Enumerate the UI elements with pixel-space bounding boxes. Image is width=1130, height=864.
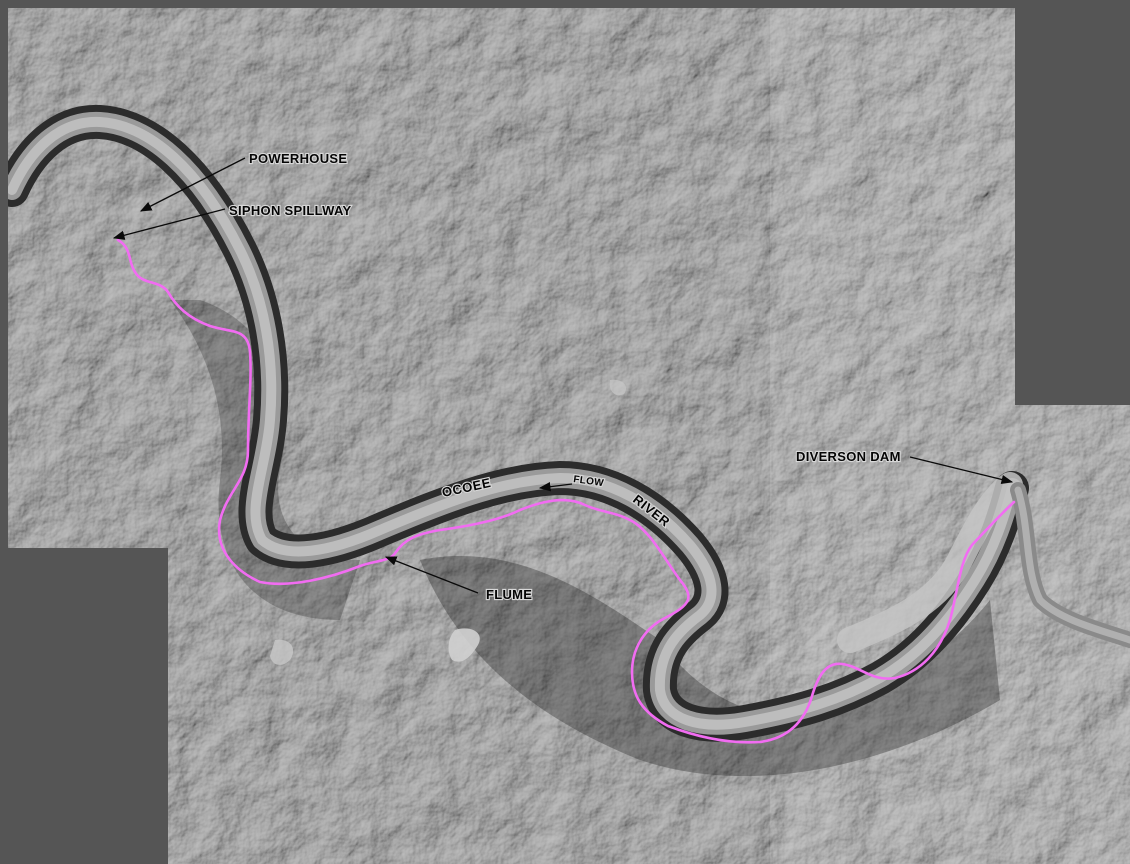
powerhouse-label: POWERHOUSE	[249, 151, 347, 166]
flume-label: FLUME	[486, 587, 532, 602]
powerhouse-leader	[139, 157, 246, 212]
flume-route-line	[116, 238, 1016, 744]
siphon-spillway-label: SIPHON SPILLWAY	[229, 203, 352, 218]
diversion-dam-label: DIVERSON DAM	[796, 449, 901, 464]
flow-arrow-icon	[538, 482, 573, 492]
diversion-dam-leader	[909, 456, 1014, 485]
flume-leader	[384, 556, 479, 594]
siphon-spillway-leader	[112, 208, 226, 240]
leader-lines	[112, 157, 1014, 594]
ocoee-river-channel	[8, 104, 1130, 742]
